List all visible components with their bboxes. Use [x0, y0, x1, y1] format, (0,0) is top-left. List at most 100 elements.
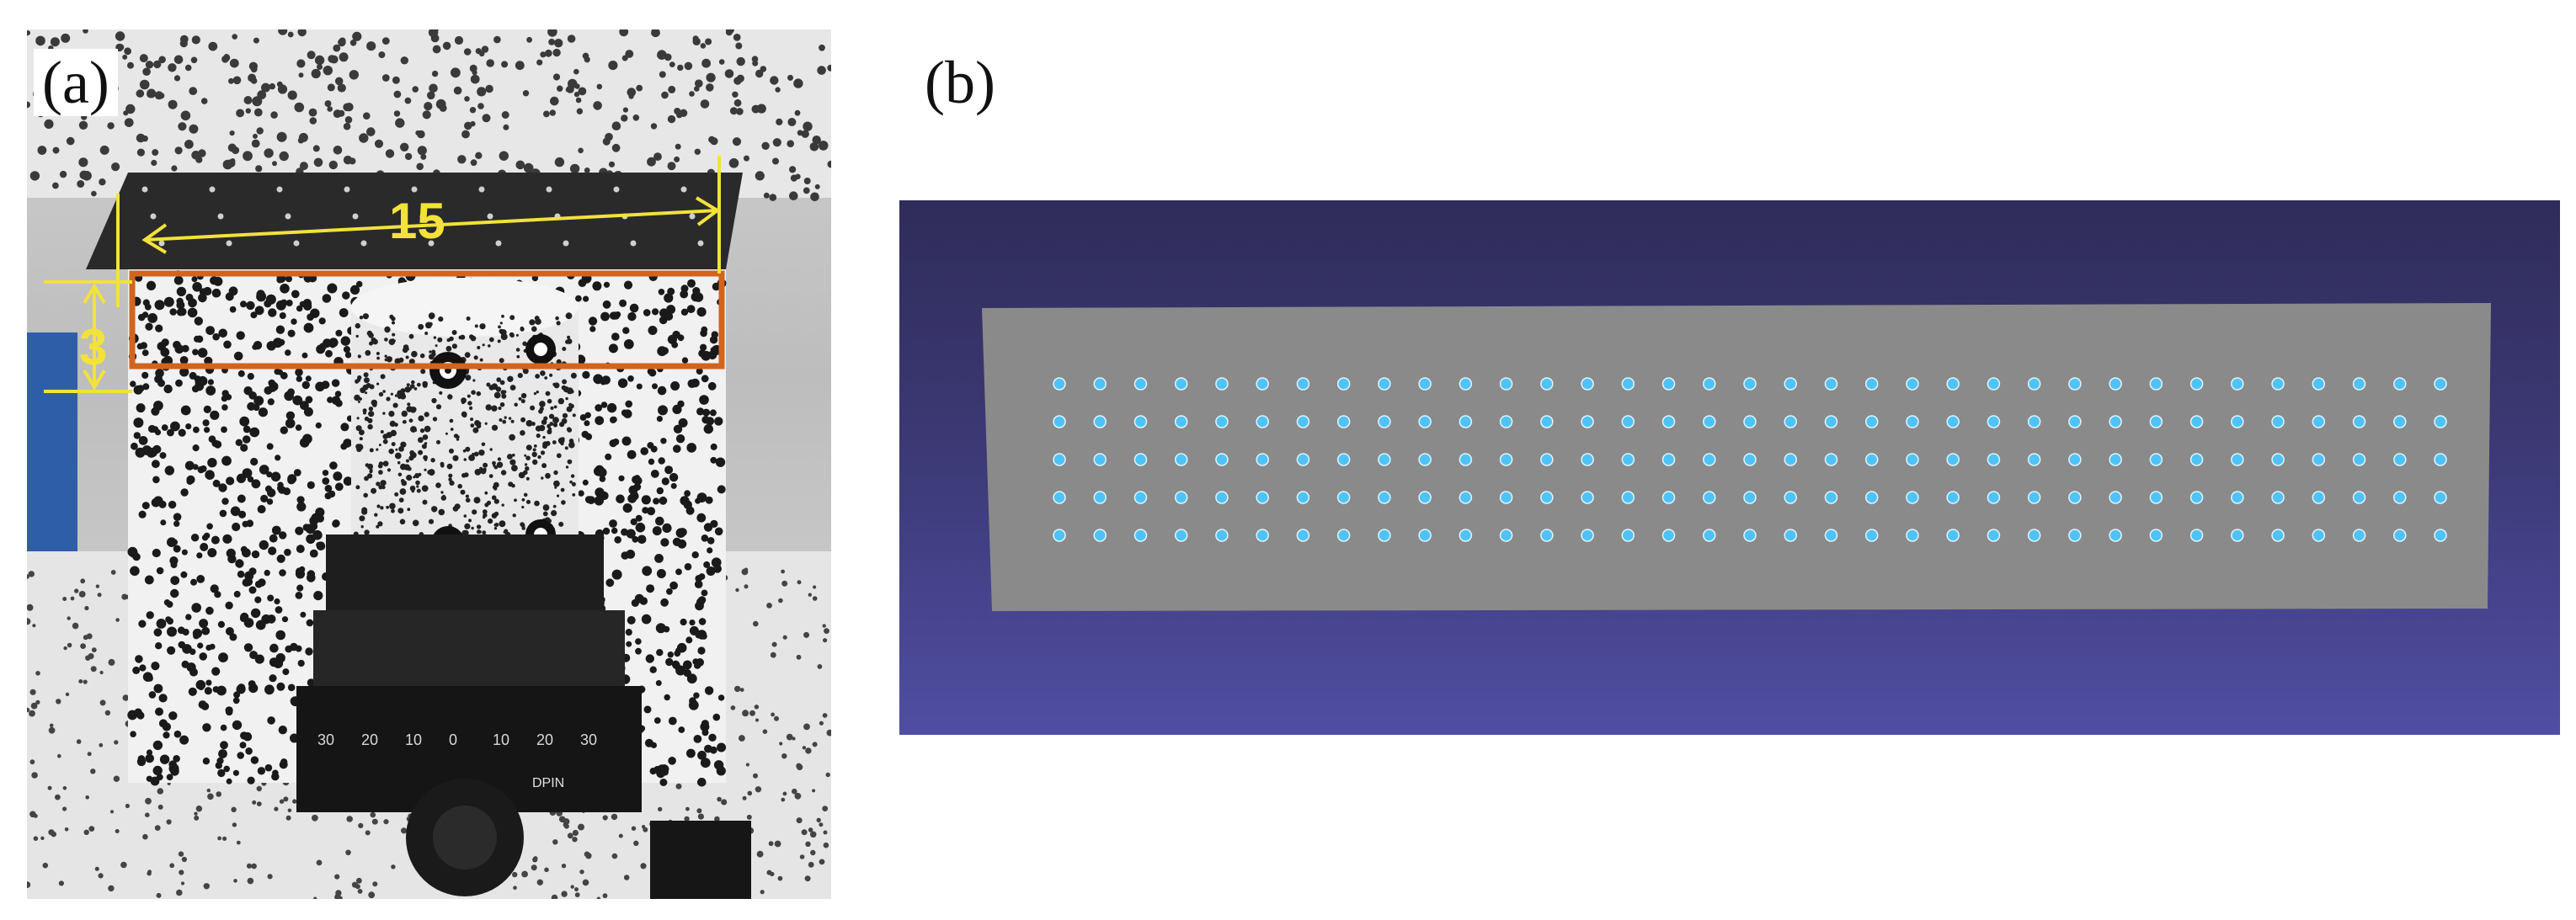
- measurement-point: [1987, 453, 2001, 466]
- measurement-point: [2271, 415, 2285, 428]
- measurement-point: [1418, 491, 1432, 504]
- measurement-point: [1133, 415, 1148, 428]
- measurement-point: [2149, 453, 2163, 466]
- measurement-point: [1621, 377, 1635, 391]
- measurement-point: [1540, 453, 1554, 466]
- measurement-point-grid: [1053, 377, 2447, 542]
- measurement-point: [1296, 415, 1310, 428]
- measurement-point: [2352, 491, 2366, 504]
- measurement-point: [1743, 415, 1757, 428]
- measurement-point: [1581, 453, 1594, 466]
- measurement-point: [1784, 415, 1797, 428]
- measurement-point: [2231, 529, 2244, 542]
- measurement-point: [1540, 491, 1554, 504]
- measurement-point: [2271, 491, 2285, 504]
- measurement-point: [2352, 377, 2366, 391]
- measurement-point: [1784, 377, 1797, 391]
- measurement-point: [2271, 529, 2285, 542]
- measurement-point: [2312, 415, 2326, 428]
- measurement-point: [1459, 415, 1473, 428]
- measurement-point: [2149, 529, 2163, 542]
- measurement-point: [2027, 377, 2041, 391]
- measurement-point: [1540, 415, 1554, 428]
- measurement-point: [2434, 491, 2447, 504]
- measurement-point: [1174, 415, 1188, 428]
- measurement-point: [2068, 377, 2082, 391]
- measurement-point: [1906, 377, 1919, 391]
- measurement-point: [2027, 529, 2041, 542]
- measurement-point: [2393, 453, 2407, 466]
- block-top-face: [86, 173, 743, 269]
- measurement-point: [1540, 377, 1554, 391]
- measurement-point: [1784, 491, 1797, 504]
- measurement-point: [1703, 377, 1716, 391]
- measurement-point: [1784, 529, 1797, 542]
- measurement-point: [1256, 491, 1269, 504]
- measurement-point: [1378, 415, 1391, 428]
- measurement-point: [2312, 453, 2326, 466]
- panel-a-label: (a): [34, 49, 118, 116]
- measurement-point: [1336, 491, 1351, 504]
- measurement-point: [1378, 529, 1391, 542]
- measurement-point: [1093, 491, 1107, 504]
- measurement-point: [1459, 377, 1473, 391]
- measurement-point: [2068, 415, 2082, 428]
- measurement-point: [1053, 377, 1066, 391]
- measurement-point: [2068, 529, 2082, 542]
- measurement-point: [2271, 453, 2285, 466]
- measurement-point: [1174, 529, 1188, 542]
- measurement-point: [2189, 377, 2204, 391]
- measurement-point: [1053, 415, 1066, 428]
- measurement-point: [1581, 491, 1594, 504]
- point-cloud-viewer: [899, 200, 2560, 735]
- measurement-point: [1256, 529, 1269, 542]
- measurement-point: [2231, 491, 2244, 504]
- measurement-point: [1133, 529, 1148, 542]
- measurement-point: [2393, 529, 2407, 542]
- measurement-point: [1743, 529, 1757, 542]
- measurement-point: [1215, 415, 1229, 428]
- measurement-point: [1864, 453, 1879, 466]
- measurement-point: [2189, 453, 2204, 466]
- measurement-point: [1418, 415, 1432, 428]
- dimension-width-label: 15: [389, 193, 445, 249]
- measurement-point: [1499, 491, 1513, 504]
- measurement-point: [1215, 453, 1229, 466]
- stage-scale-tick: 30: [317, 731, 334, 748]
- measurement-point: [1661, 415, 1676, 428]
- measurement-point: [1987, 529, 2001, 542]
- measurement-point: [2109, 453, 2122, 466]
- measurement-point: [1784, 453, 1797, 466]
- stage-scale-tick: 0: [449, 731, 457, 748]
- measurement-point: [1661, 491, 1676, 504]
- measurement-point: [1621, 491, 1635, 504]
- measurement-point: [1906, 415, 1919, 428]
- measurement-point: [2271, 377, 2285, 391]
- measurement-point: [1418, 453, 1432, 466]
- measurement-point: [2393, 415, 2407, 428]
- measurement-point: [1215, 377, 1229, 391]
- measurement-point: [1864, 491, 1879, 504]
- measurement-point: [1743, 453, 1757, 466]
- measurement-point: [1824, 491, 1838, 504]
- panel-b-label: (b): [916, 49, 1004, 116]
- measurement-point: [1906, 453, 1919, 466]
- measurement-point: [1987, 377, 2001, 391]
- measurement-point: [1987, 415, 2001, 428]
- measurement-point: [1946, 529, 1960, 542]
- measurement-point: [2231, 453, 2244, 466]
- measurement-point: [2189, 491, 2204, 504]
- measurement-point: [1378, 453, 1391, 466]
- stage-scale-tick: 20: [361, 731, 378, 748]
- measurement-point: [2312, 377, 2326, 391]
- measurement-point: [1581, 529, 1594, 542]
- measurement-point: [1824, 453, 1838, 466]
- measurement-point: [1174, 377, 1188, 391]
- measurement-point: [2149, 491, 2163, 504]
- measurement-point: [1053, 491, 1066, 504]
- measurement-point: [1824, 415, 1838, 428]
- measurement-point: [2027, 491, 2041, 504]
- measurement-point: [1378, 491, 1391, 504]
- measurement-point: [1661, 377, 1676, 391]
- measurement-point: [1621, 453, 1635, 466]
